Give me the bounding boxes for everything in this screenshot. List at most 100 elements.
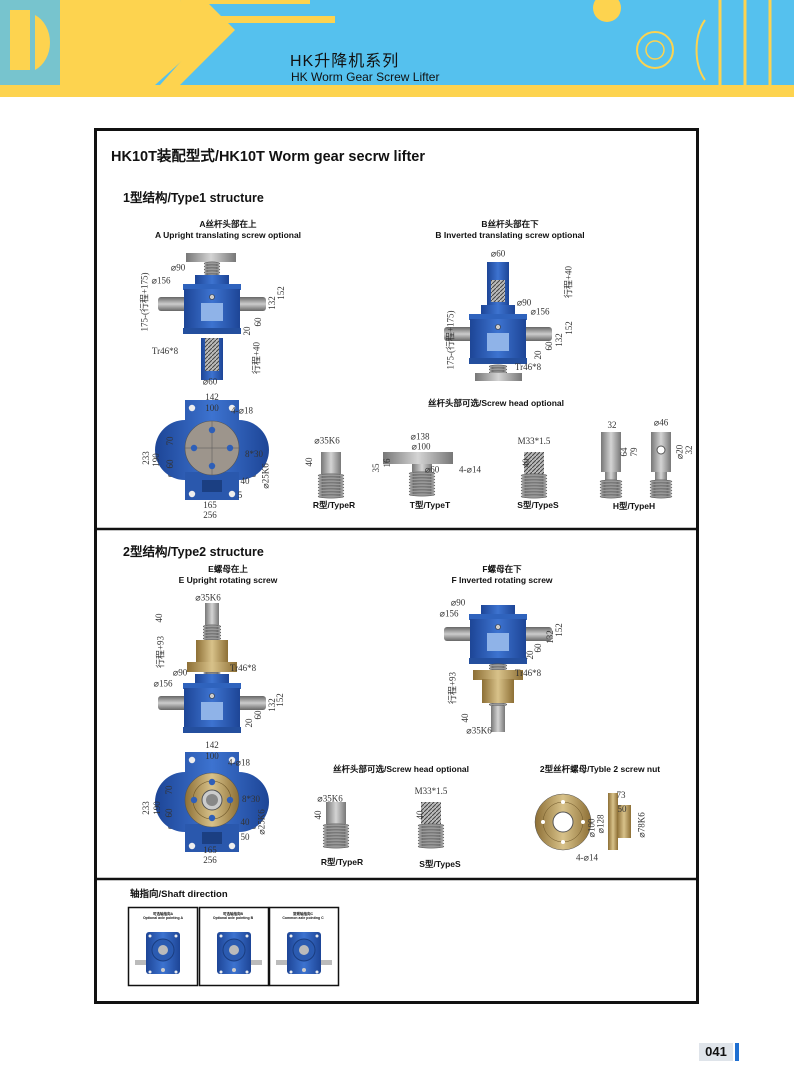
dimension-label: 152 <box>554 623 564 637</box>
gear-icon <box>593 0 621 22</box>
dimension-label: ⌀60 <box>424 464 440 475</box>
page-number-accent <box>735 1043 739 1061</box>
shaft-option-b-en: Optional axle pointing B <box>212 916 254 920</box>
screw-thread <box>520 473 548 499</box>
dimension-label: 175-(行程+175) <box>445 310 456 370</box>
dimension-label: 152 <box>276 286 286 300</box>
screw-thread <box>408 471 436 497</box>
dimension-label: 20 <box>244 718 254 728</box>
dimension-label: 行程+40 <box>563 265 574 299</box>
dimension-label: Tr46*8 <box>229 663 257 673</box>
screw-shaft <box>491 706 505 732</box>
header-banner <box>0 0 794 97</box>
dimension-label: 4-⌀18 <box>228 757 250 768</box>
dimension-label: 190 <box>151 453 161 467</box>
dimension-label: 142 <box>205 740 219 750</box>
plan-view-2 <box>155 752 269 852</box>
shaft-option-b-cn: 可选轴指向B <box>222 912 244 916</box>
screw-nut-caption: 2型丝杆螺母/Tyble 2 screw nut <box>539 764 661 774</box>
caption-a-en: A Upright translating screw optional <box>154 230 302 240</box>
dimension-label: 40 <box>415 810 425 820</box>
dimension-label: ⌀60 <box>202 376 218 387</box>
dimension-label: 行程+93 <box>155 635 166 669</box>
dimension-label: 50 <box>240 832 250 842</box>
mounting-hole <box>188 404 196 412</box>
dimension-label: 32 <box>684 445 694 455</box>
dimension-label: ⌀138 <box>410 431 430 442</box>
shaft-option-c-cn: 常规轴指向C <box>292 912 314 916</box>
dimension-label: 100 <box>205 751 219 761</box>
dimension-label: 16 <box>382 458 392 468</box>
screw-thread <box>317 473 345 499</box>
mounting-hole <box>228 404 236 412</box>
dimension-label: 79 <box>629 447 639 457</box>
dimension-label: 60 <box>253 317 263 327</box>
screw-head-type-h <box>599 432 673 499</box>
type-s-label-1: S型/TypeS <box>517 500 559 510</box>
dimension-label: ⌀156 <box>439 608 459 619</box>
dimension-label: M33*1.5 <box>517 436 551 446</box>
type-r-label-2: R型/TypeR <box>320 857 364 867</box>
dimension-label: 20 <box>525 650 535 660</box>
bottom-plate <box>475 373 522 381</box>
screw-thread <box>417 823 445 849</box>
dimension-label: 152 <box>564 321 574 335</box>
dimension-label: 40 <box>460 713 470 723</box>
type-t-label: T型/TypeT <box>409 500 451 510</box>
dimension-label: 40 <box>521 458 531 468</box>
shaft-option-c-en: Common axle pointing C <box>282 916 324 920</box>
screw-shaft <box>205 603 219 625</box>
dimension-label: 233 <box>141 801 151 815</box>
dimension-label: 8*30 <box>245 449 263 459</box>
header-title-en: HK Worm Gear Screw Lifter <box>291 70 440 84</box>
dimension-label: 40 <box>240 476 250 486</box>
dimension-label: 60 <box>253 710 263 720</box>
screw-nut-f <box>473 670 523 703</box>
dimension-label: 233 <box>141 451 151 465</box>
dimension-label: ⌀128 <box>595 814 606 834</box>
dimension-label: 50 <box>617 804 627 814</box>
mounting-hole <box>188 756 196 764</box>
shaft-direction-c <box>268 906 340 987</box>
dimension-label: 20 <box>242 326 252 336</box>
header-title-cn: HK升降机系列 <box>290 53 400 70</box>
screw-nut-drawing <box>534 793 631 851</box>
shaft-direction-heading: 轴指向/Shaft direction <box>130 889 228 900</box>
jack-f-drawing <box>444 605 552 664</box>
jack-a-drawing <box>158 275 266 334</box>
dimension-label: ⌀46 <box>653 417 669 428</box>
dimension-label: 4-⌀14 <box>576 852 598 863</box>
screw-head-caption-2: 丝杆头部可选/Screw head optional <box>332 764 470 774</box>
dimension-label: 60 <box>165 459 175 469</box>
dimension-label: 40 <box>154 613 164 623</box>
dimension-label: 70 <box>164 785 174 795</box>
dimension-label: 40 <box>313 810 323 820</box>
screw-thread <box>322 823 350 849</box>
dimension-label: ⌀100 <box>411 441 431 452</box>
dimension-label: ⌀35K6 <box>314 435 340 446</box>
dimension-label: 60 <box>544 341 554 351</box>
screw-head-caption-1: 丝杆头部可选/Screw head optional <box>427 398 565 408</box>
jack-b-drawing <box>444 305 552 364</box>
top-plate <box>186 253 236 262</box>
caption-f-en: F Inverted rotating screw <box>451 575 553 585</box>
screw-thread <box>488 364 508 375</box>
caption-a-cn: A丝杆头部在上 <box>199 219 257 229</box>
mounting-hole <box>228 490 236 498</box>
screw-thread <box>599 479 623 499</box>
mounting-hole <box>228 842 236 850</box>
screw-head-type-r-1 <box>317 452 345 499</box>
dimension-label: ⌀60 <box>490 248 506 259</box>
caption-e-en: E Upright rotating screw <box>178 575 278 585</box>
dimension-label: 100 <box>205 403 219 413</box>
dimension-label: Tr46*8 <box>514 362 542 372</box>
dimension-label: 165 <box>203 845 217 855</box>
dimension-label: 40 <box>240 817 250 827</box>
page-number: 041 <box>699 1043 733 1061</box>
